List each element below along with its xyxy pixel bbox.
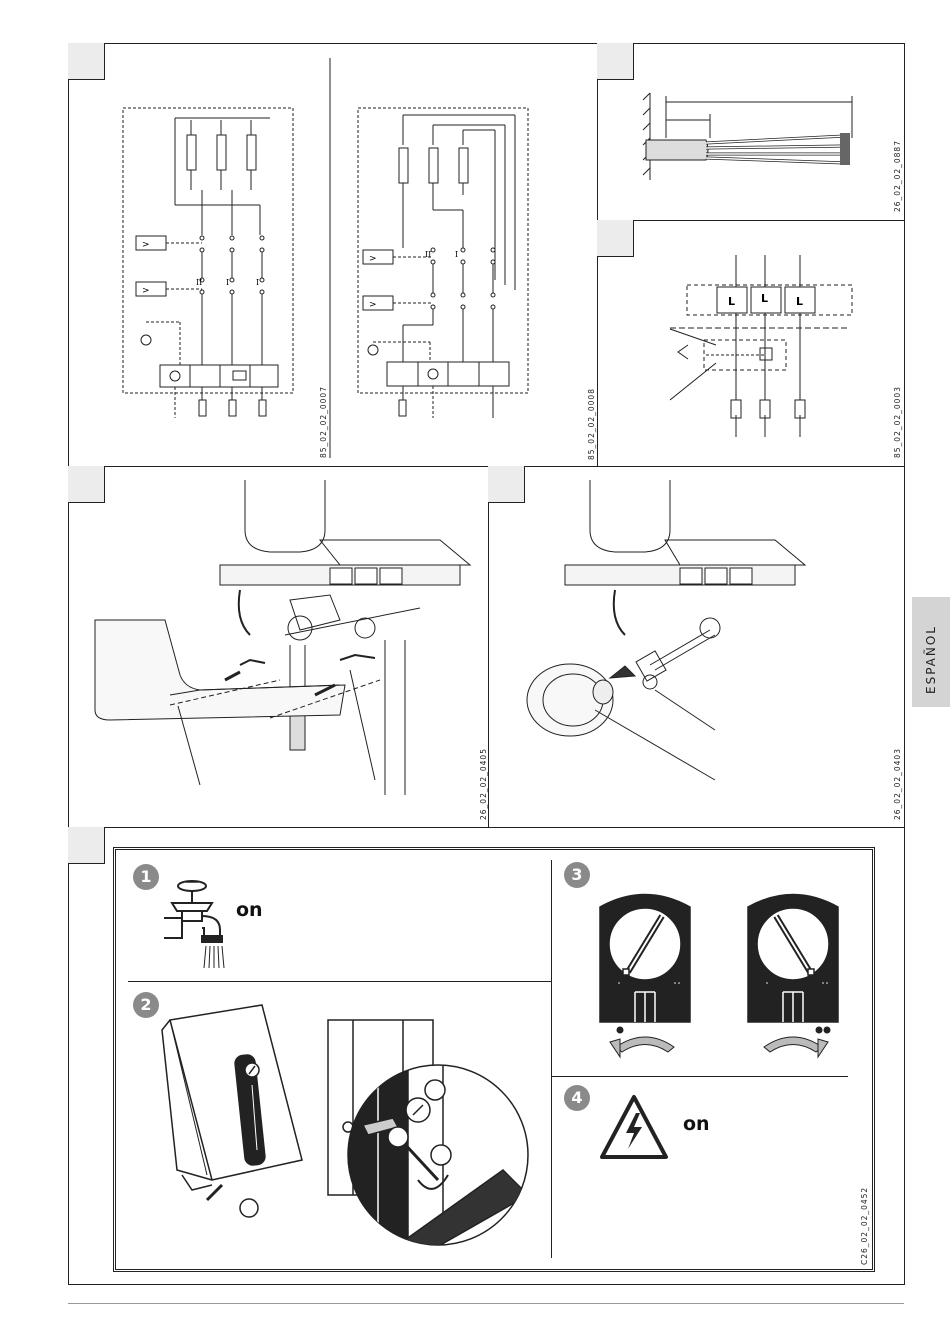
installation-drawing-knob xyxy=(515,480,815,790)
svg-text:I: I xyxy=(256,278,259,287)
electrical-hazard-icon xyxy=(598,1093,670,1163)
footer-rule xyxy=(68,1303,904,1304)
terminal-diagram: L L L xyxy=(660,255,860,445)
figure-number-box xyxy=(597,220,634,257)
svg-text:L: L xyxy=(796,295,803,308)
water-on-label: on xyxy=(236,899,263,921)
figure-code: 85_02_02_0008 xyxy=(587,388,596,460)
svg-text:>: > xyxy=(142,286,150,296)
svg-text:II: II xyxy=(196,278,202,287)
cable-strip-drawing xyxy=(640,88,870,188)
svg-text:>: > xyxy=(369,254,377,264)
installation-drawing-cover xyxy=(90,480,480,810)
wiring-diagram-b: > > II I xyxy=(355,100,555,430)
figure-code: 26_02_02_0887 xyxy=(893,140,902,212)
power-on-label: on xyxy=(683,1113,710,1135)
svg-text:L: L xyxy=(728,295,735,308)
wiring-diagram-a: > > II I I xyxy=(120,100,320,430)
step-3-badge: 3 xyxy=(564,862,590,888)
figure-code: 85_02_02_0007 xyxy=(319,386,328,458)
figure-number-box xyxy=(597,43,634,80)
figure-code: 85_02_02_0003 xyxy=(893,386,902,458)
temperature-dial-left xyxy=(598,887,693,1067)
svg-text:L: L xyxy=(761,292,768,305)
step-divider-right xyxy=(551,1076,848,1077)
svg-text:I: I xyxy=(455,250,458,259)
svg-text:>: > xyxy=(369,300,377,310)
step-4-badge: 4 xyxy=(564,1085,590,1111)
svg-text:>: > xyxy=(142,240,150,250)
step-divider-left xyxy=(128,981,551,982)
figure-number-box xyxy=(68,43,105,80)
svg-text:I: I xyxy=(226,278,229,287)
screwdriver-detail-drawing xyxy=(323,1015,533,1250)
step-1-badge: 1 xyxy=(133,864,159,890)
water-faucet-icon xyxy=(162,878,232,970)
appliance-drawing xyxy=(162,1000,302,1220)
figure-number-box xyxy=(68,827,105,864)
temperature-dial-right xyxy=(746,887,841,1067)
diagram-divider xyxy=(329,58,331,458)
step-2-badge: 2 xyxy=(133,992,159,1018)
step-divider-vertical xyxy=(551,860,552,1258)
language-tab[interactable]: ESPAÑOL xyxy=(912,597,950,707)
figure-code: 26_02_02_0403 xyxy=(893,748,902,820)
svg-text:II: II xyxy=(425,250,431,259)
figure-code: 26_02_02_0405 xyxy=(479,748,488,820)
figure-code: C26_02_02_0452 xyxy=(860,1187,869,1265)
language-tab-label: ESPAÑOL xyxy=(924,625,938,694)
